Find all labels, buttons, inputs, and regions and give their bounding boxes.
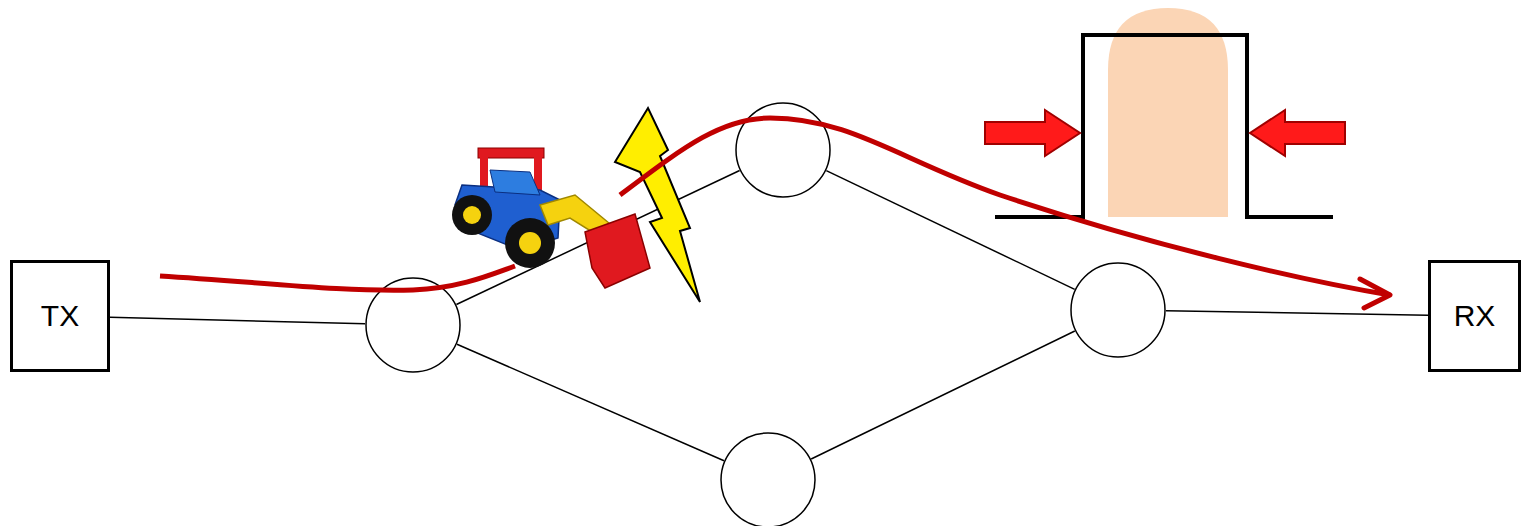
network-node [365,277,461,373]
network-link [1166,311,1428,315]
signal-path [160,266,515,290]
signal-path [620,118,1390,295]
network-node [720,432,816,526]
network-link [457,344,724,461]
circle-outline [735,102,831,198]
terminal-box: RX [1428,260,1521,372]
compress-arrow [985,110,1080,156]
terminal-box: TX [10,260,110,372]
rectangular-pulse [995,35,1333,217]
signal-arrowhead [1360,279,1390,308]
compress-arrow [1250,110,1345,156]
node-label: TX [41,299,79,333]
pulse-shape [1108,8,1228,217]
circle-outline [1070,262,1166,358]
node-label: RX [1454,299,1496,333]
network-node [1070,262,1166,358]
network-link [110,317,365,324]
network-link [826,171,1074,290]
network-link [456,171,739,305]
lightning-bolt [615,108,700,302]
circle-outline [720,432,816,526]
circle-outline [365,277,461,373]
bulldozer-toy [452,148,650,288]
network-node [735,102,831,198]
network-link [811,331,1075,459]
